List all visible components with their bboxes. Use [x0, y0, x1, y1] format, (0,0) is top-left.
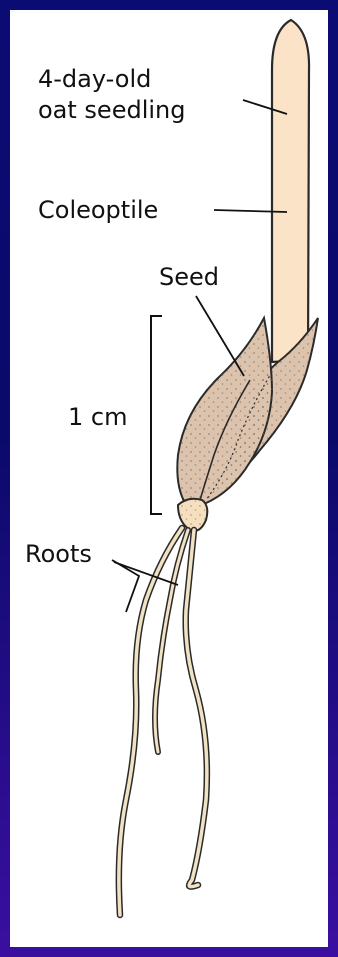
roots-leader-line-2 — [114, 562, 178, 585]
coleoptile-shape — [272, 20, 309, 362]
title-line-2: oat seedling — [38, 96, 185, 124]
seed-leader-line — [196, 296, 244, 376]
coleoptile-label: Coleoptile — [38, 196, 158, 224]
roots-label: Roots — [25, 540, 92, 568]
roots-leader-line-1 — [112, 560, 139, 612]
roots — [119, 528, 207, 915]
scale-label: 1 cm — [68, 403, 127, 431]
seed-label: Seed — [159, 263, 219, 291]
title-line-1: 4-day-old — [38, 65, 151, 93]
scale-bracket — [151, 316, 162, 514]
